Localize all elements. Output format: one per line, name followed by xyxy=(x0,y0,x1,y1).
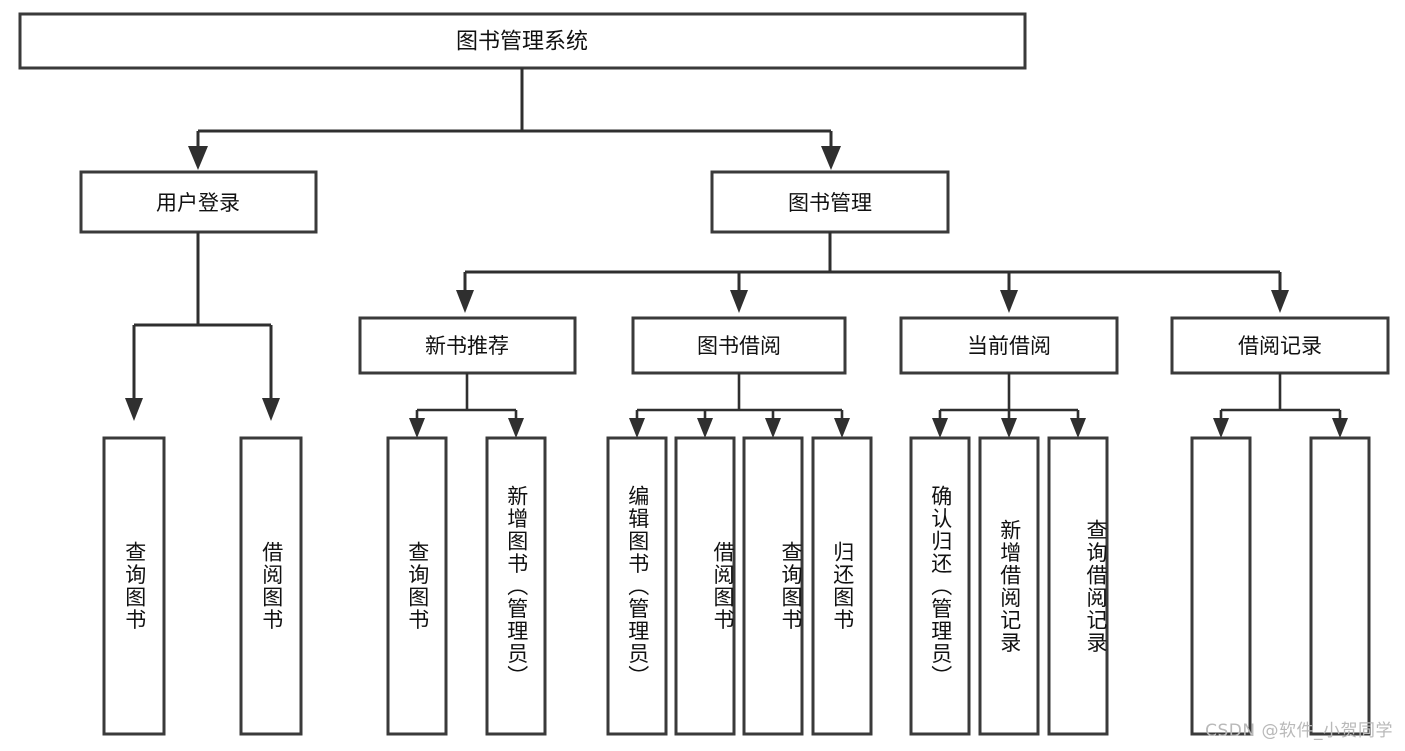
node-bb-borrow-box[interactable] xyxy=(811,436,873,736)
connector-book-borrow-to-children xyxy=(629,373,850,438)
arrow-icon xyxy=(1332,418,1348,438)
connector-borrow-record-to-children xyxy=(1213,373,1348,438)
arrow-icon xyxy=(456,290,474,313)
node-user-logout-box[interactable] xyxy=(239,436,303,736)
arrow-icon xyxy=(697,418,713,438)
node-new-book[interactable]: 新书推荐 xyxy=(358,316,577,375)
arrow-icon xyxy=(629,418,645,438)
node-cb-confirm-box[interactable] xyxy=(1047,436,1109,736)
arrow-icon xyxy=(1070,418,1086,438)
node-cb-query-box[interactable] xyxy=(909,436,971,736)
node-current-borrow[interactable]: 当前借阅 xyxy=(899,316,1119,375)
node-borrow-record[interactable]: 借阅记录 xyxy=(1170,316,1390,375)
node-bookmgmt-label: 图书管理 xyxy=(788,191,872,215)
node-book-borrow[interactable]: 图书借阅 xyxy=(631,316,847,375)
node-bb-add-box[interactable] xyxy=(674,436,736,736)
arrow-icon xyxy=(834,418,850,438)
node-cb-return-box[interactable] xyxy=(978,436,1040,736)
node-login[interactable]: 用户登录 xyxy=(79,170,318,234)
node-root-label: 图书管理系统 xyxy=(456,30,588,55)
node-login-label: 用户登录 xyxy=(156,191,240,215)
node-br-query-box[interactable] xyxy=(1309,436,1371,736)
node-bb-edit-box[interactable] xyxy=(742,436,804,736)
node-br-add-box[interactable] xyxy=(1190,436,1252,736)
node-borrow-record-label: 借阅记录 xyxy=(1238,334,1322,358)
node-nb-query-box[interactable] xyxy=(386,436,448,736)
watermark-text: CSDN @软件_小贺同学 xyxy=(1205,721,1393,741)
connector-bookmgmt-to-children xyxy=(456,232,1289,313)
node-user-login-box[interactable] xyxy=(102,436,166,736)
node-current-borrow-label: 当前借阅 xyxy=(967,334,1051,358)
node-bb-query-box[interactable] xyxy=(606,436,668,736)
node-book-borrow-label: 图书借阅 xyxy=(697,334,781,358)
node-nb-borrow-box[interactable] xyxy=(485,436,547,736)
connector-login-to-children xyxy=(125,232,280,421)
arrow-icon xyxy=(730,290,748,313)
node-bookmgmt[interactable]: 图书管理 xyxy=(710,170,950,234)
arrow-icon xyxy=(932,418,948,438)
arrow-icon xyxy=(508,418,524,438)
arrow-icon xyxy=(1271,290,1289,313)
node-login-box[interactable] xyxy=(79,170,318,234)
arrow-icon xyxy=(765,418,781,438)
connector-new-book-to-children xyxy=(409,373,524,438)
node-root-box[interactable] xyxy=(18,12,1027,70)
connector-root-to-level2 xyxy=(188,68,841,170)
arrow-icon xyxy=(1001,418,1017,438)
arrow-icon xyxy=(821,146,841,170)
arrow-icon xyxy=(125,398,143,421)
node-current-borrow-box[interactable] xyxy=(899,316,1119,375)
arrow-icon xyxy=(1000,290,1018,313)
node-new-book-box[interactable] xyxy=(358,316,577,375)
arrow-icon xyxy=(262,398,280,421)
arrow-icon xyxy=(409,418,425,438)
arrow-icon xyxy=(1213,418,1229,438)
node-root[interactable]: 图书管理系统 xyxy=(18,12,1027,70)
arrow-icon xyxy=(188,146,208,170)
connector-current-borrow-to-children xyxy=(932,373,1086,438)
node-new-book-label: 新书推荐 xyxy=(425,334,509,358)
